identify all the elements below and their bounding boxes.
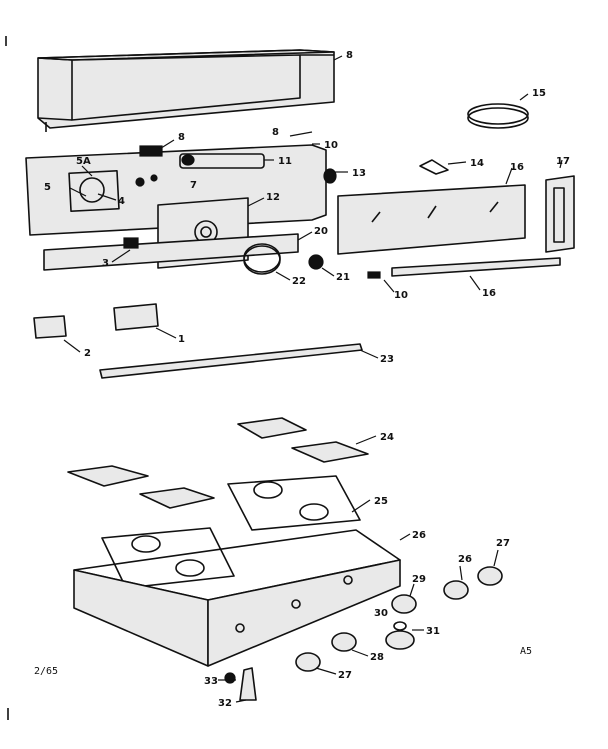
part-wire-ring: [467, 103, 529, 129]
callout-16b: 16: [482, 288, 496, 299]
sheet-code: A5: [520, 646, 532, 657]
date-code: 2/65: [34, 666, 58, 677]
callout-labels: 8 8 8 5A 5 4 7 10 11 12 13 14 15 16 16 1…: [44, 50, 570, 709]
part-clip: [367, 271, 381, 279]
callout-31: 31: [426, 626, 440, 637]
callout-10a: 10: [324, 140, 338, 151]
callout-12: 12: [266, 192, 280, 203]
callout-25: 25: [374, 496, 388, 507]
part-trim-rail: [391, 257, 561, 277]
callout-28: 28: [370, 652, 384, 663]
callout-22: 22: [292, 276, 306, 287]
part-valve: [123, 237, 139, 249]
callout-1: 1: [178, 334, 185, 345]
callout-8b: 8: [178, 132, 185, 143]
part-back-panel: [25, 144, 327, 236]
part-glass-panel: [337, 184, 526, 255]
part-ring: [243, 243, 281, 275]
callout-3: 3: [102, 258, 109, 269]
callout-17: 17: [556, 156, 570, 167]
callout-13: 13: [352, 168, 366, 179]
part-bracket-right: [113, 303, 159, 331]
part-bracket: [419, 159, 449, 175]
callout-14: 14: [470, 158, 484, 169]
callout-15: 15: [532, 88, 546, 99]
callout-2: 2: [84, 348, 91, 359]
part-housing-box: [37, 49, 335, 132]
callout-26a: 26: [412, 530, 426, 541]
callout-32: 32: [218, 698, 232, 709]
part-foot: [224, 672, 236, 684]
callout-5: 5: [44, 182, 51, 193]
part-end-cap: [545, 175, 575, 253]
callout-10b: 10: [394, 290, 408, 301]
callout-30: 30: [374, 608, 388, 619]
callout-27a: 27: [496, 538, 510, 549]
part-rail: [43, 233, 299, 271]
callout-7: 7: [190, 180, 197, 191]
part-grommet: [323, 168, 337, 184]
callout-23: 23: [380, 354, 394, 365]
part-knobs: [295, 566, 503, 672]
callout-24: 24: [380, 432, 394, 443]
callout-8a: 8: [346, 50, 353, 61]
callout-4: 4: [118, 196, 125, 207]
callout-21: 21: [336, 272, 350, 283]
leader-lines: [63, 55, 563, 703]
part-leg: [239, 667, 257, 701]
callout-16a: 16: [510, 162, 524, 173]
part-burner-panels: [101, 475, 361, 589]
callout-29: 29: [412, 574, 426, 585]
part-small-knob: [308, 254, 324, 270]
callout-26b: 26: [458, 554, 472, 565]
callout-8c: 8: [272, 127, 279, 138]
part-bracket-left: [33, 315, 67, 339]
callout-5A: 5A: [76, 156, 91, 167]
part-rod: [99, 343, 363, 379]
callout-11: 11: [278, 156, 292, 167]
part-burner-grates: [67, 417, 369, 509]
part-range-top: [73, 529, 401, 667]
callout-33: 33: [204, 676, 218, 687]
callout-27b: 27: [338, 670, 352, 681]
callout-20: 20: [314, 226, 328, 237]
